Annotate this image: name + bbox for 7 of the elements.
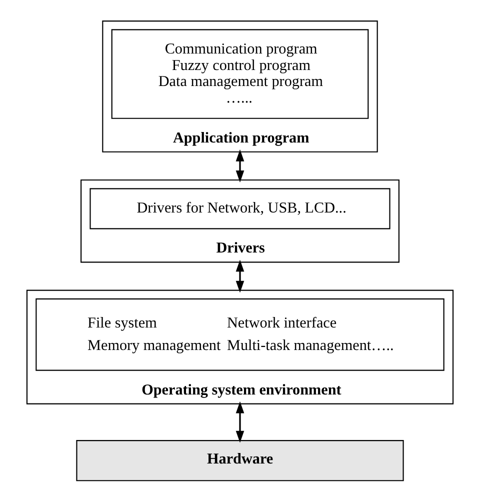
arrow: [235, 401, 244, 443]
arrow: [235, 260, 244, 293]
node-box: File system Network interface Memory management Multi-task management…..: [35, 298, 444, 371]
arrow: [235, 149, 244, 182]
node-box: Hardware: [76, 440, 404, 482]
node-box: Drivers for Network, USB, LCD...: [89, 188, 390, 230]
node-box: Communication program Fuzzy control program Data management program …...: [110, 29, 368, 119]
